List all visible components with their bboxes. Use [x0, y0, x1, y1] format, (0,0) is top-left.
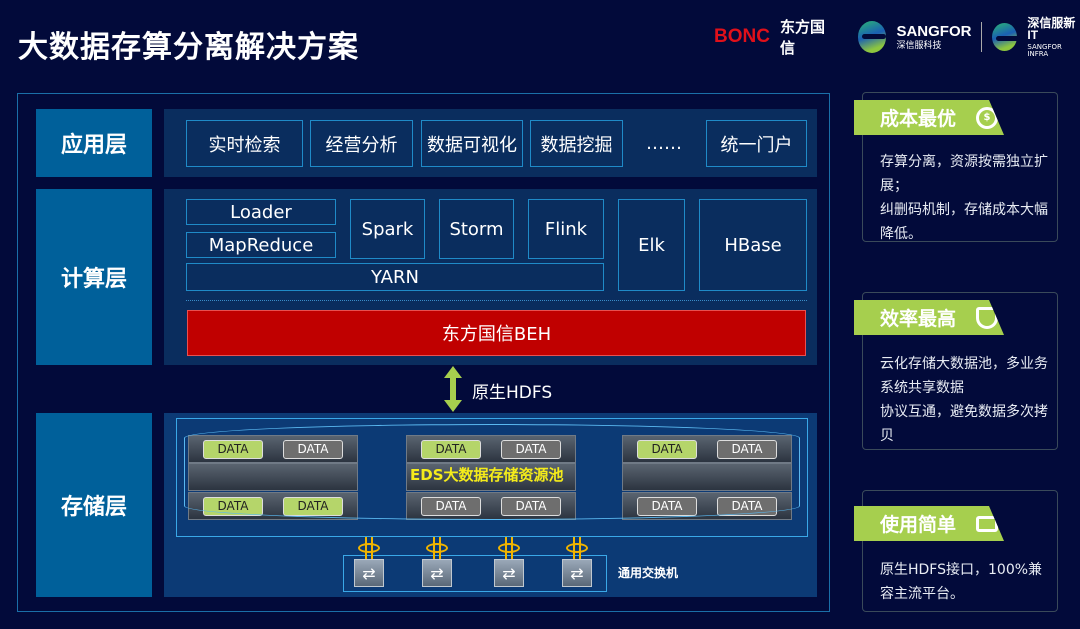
- sangfor-logo: SANGFOR: [896, 22, 972, 40]
- spark-box: Spark: [350, 199, 425, 259]
- mapreduce-box: MapReduce: [186, 232, 336, 258]
- app-item-ellipsis: ……: [630, 120, 698, 167]
- card-header: 成本最优$: [854, 100, 1004, 135]
- switch-group: [343, 555, 607, 592]
- cable-ring-icon: [566, 543, 588, 553]
- infra-cn: 深信服新IT: [1027, 15, 1076, 42]
- divider: [186, 300, 807, 301]
- infra-en: SANGFOR INFRA: [1027, 42, 1062, 58]
- app-item: 数据挖掘: [530, 120, 623, 167]
- sangfor-cn: 深信服科技: [896, 40, 942, 51]
- switch-icon: ⇄: [422, 559, 452, 587]
- yarn-box: YARN: [186, 263, 604, 291]
- switch-label: 通用交换机: [618, 566, 679, 580]
- loader-box: Loader: [186, 199, 336, 225]
- hbase-box: HBase: [699, 199, 807, 291]
- hdfs-label: 原生HDFS: [472, 383, 553, 403]
- storage-pool-frame: [176, 418, 808, 537]
- compute-layer-label: 计算层: [36, 189, 152, 365]
- architecture-frame: [17, 93, 830, 612]
- double-arrow-icon: [444, 366, 462, 412]
- card-text: 存算分离，资源按需独立扩展； 纠删码机制，存储成本大幅降低。: [880, 154, 1048, 242]
- app-item: 统一门户: [706, 120, 807, 167]
- pool-ellipse: [184, 424, 800, 520]
- page-title: 大数据存算分离解决方案: [18, 30, 359, 65]
- beh-bar: 东方国信BEH: [187, 310, 806, 356]
- app-item: 实时检索: [186, 120, 303, 167]
- logo-divider: [981, 22, 983, 52]
- card-text: 原生HDFS接口，100%兼容主流平台。: [880, 562, 1043, 602]
- elk-box: Elk: [618, 199, 685, 291]
- pool-label: EDS大数据存储资源池: [410, 466, 564, 484]
- app-layer-label: 应用层: [36, 109, 152, 177]
- switch-icon: ⇄: [494, 559, 524, 587]
- app-item: 数据可视化: [421, 120, 523, 167]
- sangfor-globe-icon: [857, 21, 887, 53]
- infra-globe-icon: [992, 23, 1021, 51]
- cable-ring-icon: [426, 543, 448, 553]
- cable-ring-icon: [358, 543, 380, 553]
- card-header: 效率最高: [854, 300, 1004, 335]
- card-title: 效率最高: [880, 308, 957, 330]
- card-header: 使用简单: [854, 506, 1004, 541]
- storm-box: Storm: [439, 199, 514, 259]
- cable-ring-icon: [498, 543, 520, 553]
- card-text: 云化存储大数据池，多业务系统共享数据 协议互通，避免数据多次拷贝: [880, 356, 1048, 444]
- bonc-cn-logo: 东方国信: [779, 18, 825, 57]
- app-item: 经营分析: [310, 120, 413, 167]
- card-title: 成本最优: [880, 108, 957, 130]
- storage-layer-label: 存储层: [36, 413, 152, 597]
- card-title: 使用简单: [880, 514, 957, 536]
- switch-icon: ⇄: [562, 559, 592, 587]
- switch-icon: ⇄: [354, 559, 384, 587]
- flink-box: Flink: [528, 199, 604, 259]
- bonc-logo: BONC: [714, 26, 770, 47]
